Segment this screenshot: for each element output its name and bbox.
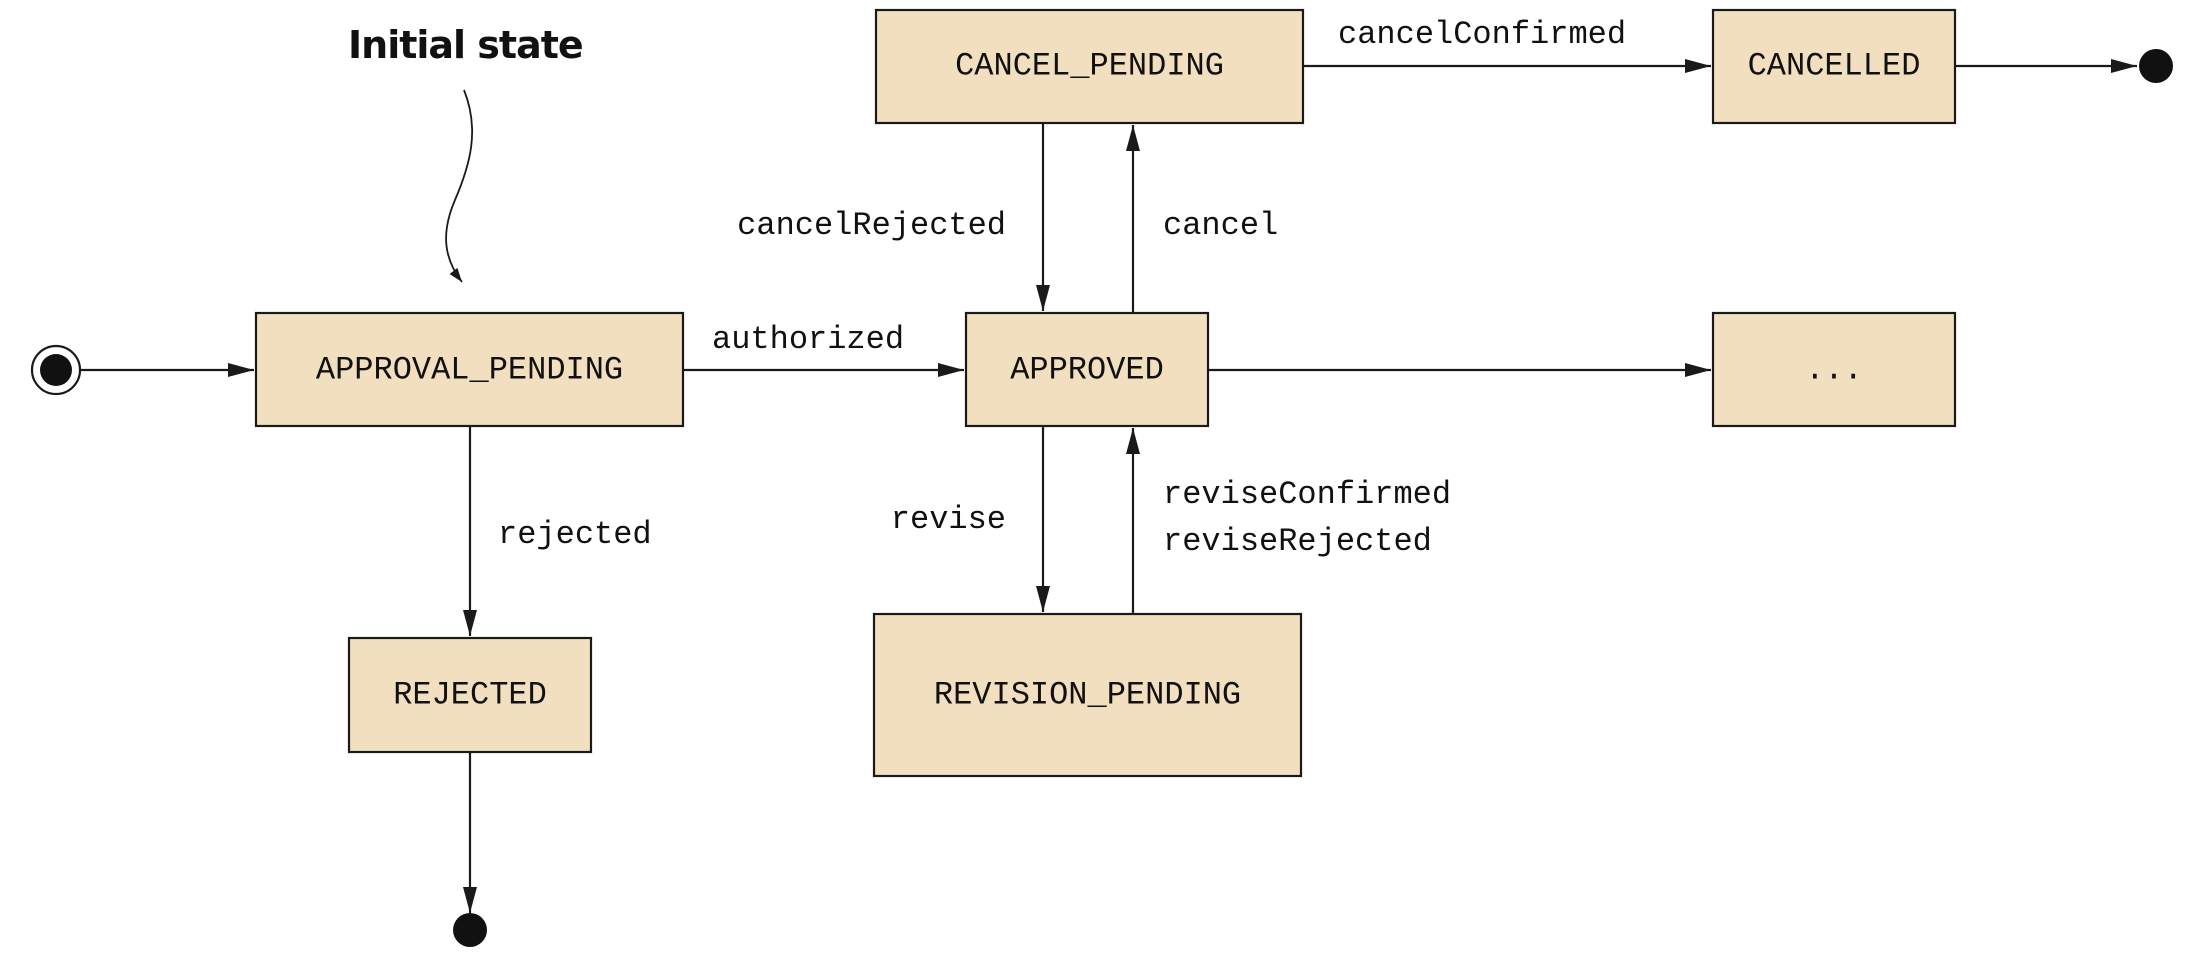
edge-label-authorized: authorized <box>712 321 904 358</box>
state-approved: APPROVED <box>964 311 1210 428</box>
state-label: REJECTED <box>393 677 547 714</box>
edge-label-cancel-confirmed: cancelConfirmed <box>1338 16 1626 53</box>
edge-label-cancel: cancel <box>1163 207 1278 244</box>
state-label: APPROVED <box>1010 352 1164 389</box>
edge-label-rejected: rejected <box>498 516 652 553</box>
state-more: ... <box>1711 311 1957 428</box>
state-label: APPROVAL_PENDING <box>316 352 623 389</box>
state-rejected: REJECTED <box>347 636 593 754</box>
edge-label-revise-confirmed: reviseConfirmed <box>1163 476 1451 513</box>
state-cancelled: CANCELLED <box>1711 8 1957 125</box>
state-label: ... <box>1805 352 1863 389</box>
initial-state-pointer <box>445 89 474 283</box>
state-label: CANCEL_PENDING <box>955 48 1224 85</box>
state-revision-pending: REVISION_PENDING <box>872 612 1303 778</box>
final-state-rejected <box>453 913 487 947</box>
state-label: REVISION_PENDING <box>934 677 1241 714</box>
state-approval-pending: APPROVAL_PENDING <box>254 311 685 428</box>
initial-state-note: Initial state <box>348 23 583 67</box>
final-state-cancelled <box>2139 49 2173 83</box>
initial-pseudostate <box>30 344 82 396</box>
edge-label-cancel-rejected: cancelRejected <box>737 207 1006 244</box>
state-label: CANCELLED <box>1748 48 1921 85</box>
edge-label-revise: revise <box>891 501 1006 538</box>
state-cancel-pending: CANCEL_PENDING <box>874 8 1305 125</box>
edge-label-revise-rejected: reviseRejected <box>1163 523 1432 560</box>
